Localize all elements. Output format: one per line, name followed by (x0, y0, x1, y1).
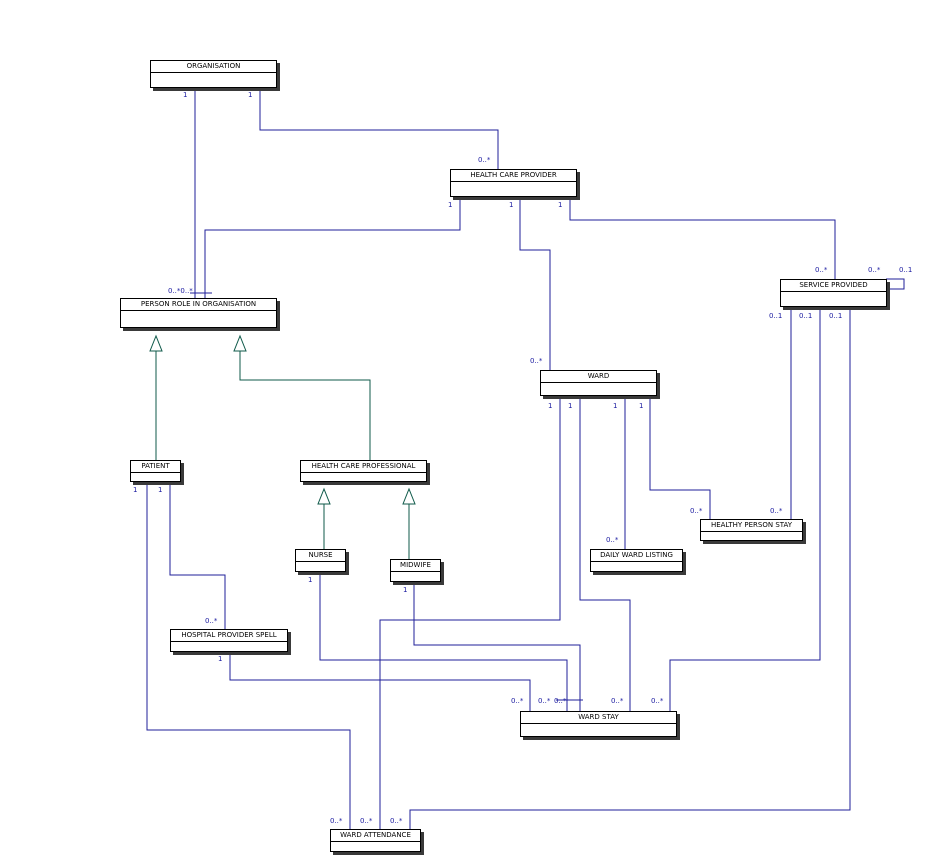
multiplicity-label: 0..* (478, 156, 491, 164)
multiplicity-label: 0..* (390, 817, 403, 825)
multiplicity-label: 0..* (770, 507, 783, 515)
multiplicity-label: 1 (133, 486, 138, 494)
generalization-hcprof-person-role[interactable] (239, 351, 371, 460)
assoc-hcp-service[interactable] (569, 198, 836, 279)
entity-health-care-provider[interactable]: HEALTH CARE PROVIDER (450, 169, 577, 197)
assoc-nurse-ward-stay[interactable] (319, 572, 568, 711)
entity-title: HEALTH CARE PROVIDER (451, 170, 576, 182)
entity-midwife[interactable]: MIDWIFE (390, 559, 441, 582)
assoc-service-ward-stay[interactable] (669, 307, 821, 711)
multiplicity-label: 0..* (360, 817, 373, 825)
multiplicity-label: 1 (248, 91, 253, 99)
assoc-patient-spell[interactable] (169, 482, 226, 629)
entity-ward-attendance[interactable]: WARD ATTENDANCE (330, 829, 421, 852)
assoc-service-self[interactable] (886, 278, 905, 290)
multiplicity-label: 0..*0..* (168, 287, 193, 295)
assoc-service-attendance[interactable] (409, 307, 851, 829)
entity-title: HEALTHY PERSON STAY (701, 520, 802, 532)
multiplicity-label: 1 (613, 402, 618, 410)
multiplicity-label: 0..* (868, 266, 881, 274)
entity-nurse[interactable]: NURSE (295, 549, 346, 572)
assoc-organisation-hcp[interactable] (259, 88, 499, 169)
multiplicity-label: 1 (509, 201, 514, 209)
entity-health-care-professional[interactable]: HEALTH CARE PROFESSIONAL (300, 460, 427, 482)
multiplicity-label: 0..* (330, 817, 343, 825)
entity-title: WARD STAY (521, 712, 676, 724)
generalization-arrow-hcprof (233, 334, 247, 352)
multiplicity-label: 0..* (651, 697, 664, 705)
assoc-hcp-ward[interactable] (519, 198, 551, 370)
multiplicity-label: 0..* (815, 266, 828, 274)
entity-title: PERSON ROLE IN ORGANISATION (121, 299, 276, 311)
generalization-arrow-patient (149, 334, 163, 352)
entity-title: DAILY WARD LISTING (591, 550, 682, 562)
multiplicity-label: 0..* (530, 357, 543, 365)
multiplicity-label: 1 (158, 486, 163, 494)
multiplicity-label: 0..* (690, 507, 703, 515)
multiplicity-label: 0..1 (799, 312, 813, 320)
entity-title: HEALTH CARE PROFESSIONAL (301, 461, 426, 473)
multiplicity-label: 1 (639, 402, 644, 410)
multiplicity-label: 0..* (511, 697, 524, 705)
entity-title: ORGANISATION (151, 61, 276, 73)
generalization-arrow-midwife (402, 487, 416, 505)
multiplicity-label: 1 (448, 201, 453, 209)
multiplicity-label: 0..* (205, 617, 218, 625)
multiplicity-label: 1 (183, 91, 188, 99)
entity-title: NURSE (296, 550, 345, 562)
multiplicity-label: 0..1 (899, 266, 913, 274)
multiplicity-label: 1 (308, 576, 313, 584)
entity-hospital-provider-spell[interactable]: HOSPITAL PROVIDER SPELL (170, 629, 288, 652)
multiplicity-label: 0..* (611, 697, 624, 705)
assoc-ward-ward-stay[interactable] (579, 396, 631, 711)
multiplicity-label: 1 (403, 586, 408, 594)
entity-title: HOSPITAL PROVIDER SPELL (171, 630, 287, 642)
multiplicity-label: 1 (548, 402, 553, 410)
entity-person-role-in-organisation[interactable]: PERSON ROLE IN ORGANISATION (120, 298, 277, 328)
multiplicity-label: 1 (558, 201, 563, 209)
multiplicity-label: 0..* (554, 697, 567, 705)
entity-ward-stay[interactable]: WARD STAY (520, 711, 677, 737)
assoc-midwife-ward-stay[interactable] (413, 582, 581, 711)
entity-service-provided[interactable]: SERVICE PROVIDED (780, 279, 887, 307)
entity-title: SERVICE PROVIDED (781, 280, 886, 292)
assoc-hcp-person-role[interactable] (204, 198, 461, 298)
assoc-ward-hps[interactable] (649, 396, 711, 519)
assoc-ward-attendance[interactable] (379, 396, 561, 829)
multiplicity-label: 1 (218, 655, 223, 663)
entity-title: WARD ATTENDANCE (331, 830, 420, 842)
entity-healthy-person-stay[interactable]: HEALTHY PERSON STAY (700, 519, 803, 541)
multiplicity-label: 1 (568, 402, 573, 410)
entity-ward[interactable]: WARD (540, 370, 657, 396)
multiplicity-label: 0..* (606, 536, 619, 544)
generalization-arrow-nurse (317, 487, 331, 505)
entity-organisation[interactable]: ORGANISATION (150, 60, 277, 88)
entity-title: WARD (541, 371, 656, 383)
multiplicity-label: 0..* (538, 697, 551, 705)
entity-title: MIDWIFE (391, 560, 440, 572)
assoc-patient-attendance[interactable] (146, 482, 351, 829)
assoc-spell-ward-stay[interactable] (229, 652, 531, 711)
entity-title: PATIENT (131, 461, 180, 473)
entity-patient[interactable]: PATIENT (130, 460, 181, 482)
multiplicity-label: 0..1 (769, 312, 783, 320)
entity-daily-ward-listing[interactable]: DAILY WARD LISTING (590, 549, 683, 572)
multiplicity-label: 0..1 (829, 312, 843, 320)
